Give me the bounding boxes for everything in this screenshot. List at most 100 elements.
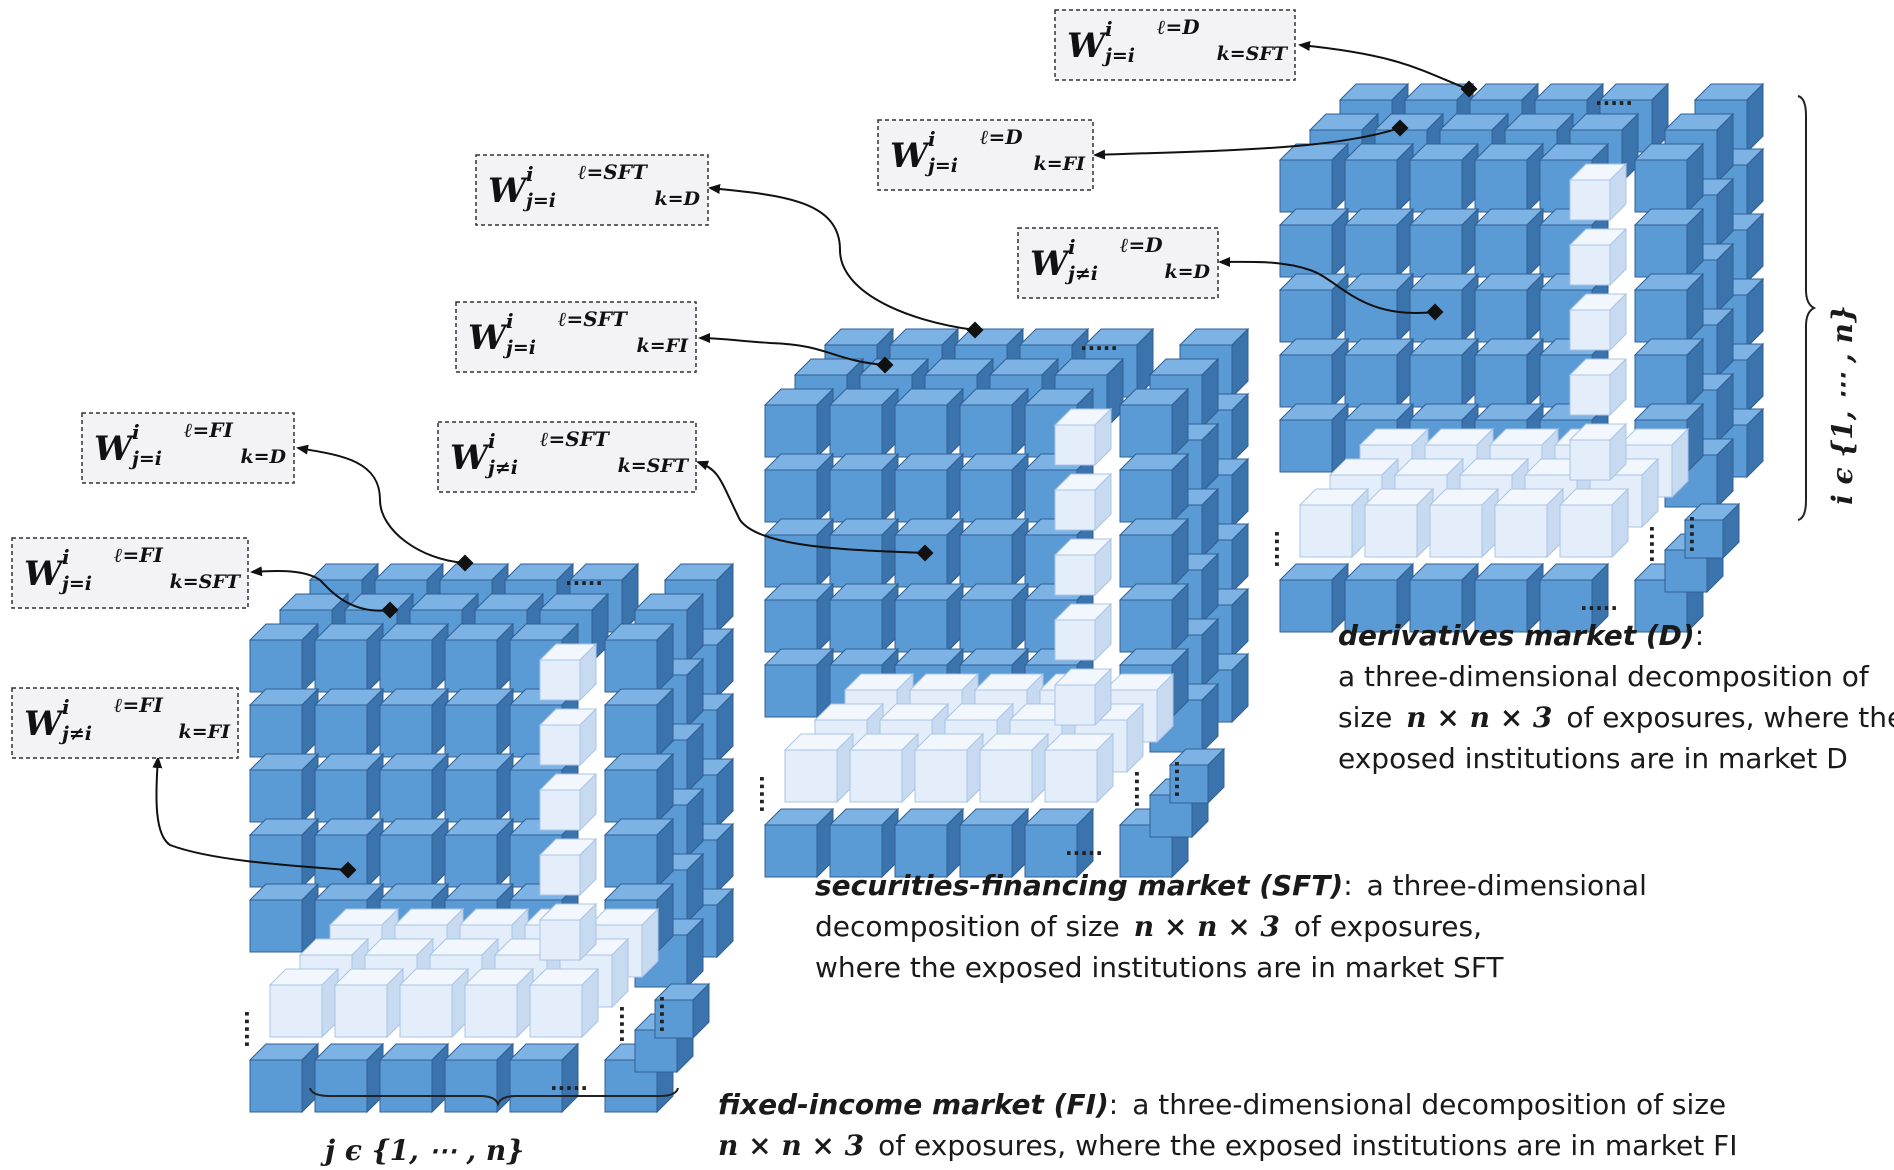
svg-text:i: i: [526, 162, 534, 186]
exposure-cube: [1278, 562, 1350, 634]
fixed-income-market-cube: ·························: [235, 562, 735, 1114]
exposure-cube: [1278, 142, 1350, 214]
pale-cube: [1493, 487, 1565, 559]
arrow-d-fi: [1093, 127, 1401, 160]
exposure-cube: [958, 452, 1030, 524]
exposure-cube: [1343, 337, 1415, 409]
pale-cube: [538, 837, 598, 897]
ellipsis-dots: ·····: [1595, 91, 1633, 115]
exposure-cube: [603, 817, 675, 889]
pale-cube: [538, 642, 598, 702]
exposure-cube: [1473, 272, 1545, 344]
pale-cube: [1568, 422, 1628, 482]
svg-text:ℓ=FI: ℓ=FI: [184, 418, 234, 442]
svg-text:ℓ=D: ℓ=D: [1157, 15, 1200, 39]
svg-text:k=FI: k=FI: [179, 721, 232, 743]
svg-text:ℓ=D: ℓ=D: [1120, 233, 1163, 257]
arrow-sft-d: [708, 184, 976, 331]
exposure-cube: [443, 752, 515, 824]
exposure-cube: [1408, 142, 1480, 214]
exposure-cube: [1118, 387, 1190, 459]
exposure-cube: [1278, 402, 1350, 474]
exposure-cube: [313, 1042, 385, 1114]
pale-cube: [1568, 292, 1628, 352]
svg-text:W: W: [890, 136, 931, 176]
caption-sft: securities-financing market (SFT):a thre…: [815, 869, 1647, 984]
svg-text:k=D: k=D: [240, 446, 286, 468]
exposure-cube: [248, 882, 320, 954]
pale-cube: [848, 732, 920, 804]
svg-text:i: i: [132, 420, 140, 444]
caption-sft-line3: where the exposed institutions are in ma…: [815, 951, 1504, 984]
arrow-d-d: [1218, 256, 1436, 315]
exposure-cube: [313, 622, 385, 694]
exposure-cube: [443, 622, 515, 694]
svg-text:W: W: [24, 704, 65, 744]
svg-text:i: i: [1105, 17, 1113, 41]
exposure-cube: [1118, 452, 1190, 524]
exposure-cube: [763, 517, 835, 589]
svg-text:ℓ=FI: ℓ=FI: [114, 543, 164, 567]
pale-cube: [538, 772, 598, 832]
pale-cube: [1053, 602, 1113, 662]
svg-text:k=SFT: k=SFT: [170, 571, 242, 593]
pale-cube: [783, 732, 855, 804]
svg-text:W: W: [24, 554, 65, 594]
exposure-cube: [603, 687, 675, 759]
pale-cube: [1568, 357, 1628, 417]
brace-i: [1797, 95, 1817, 521]
pale-cube: [538, 902, 598, 962]
exposure-cube: [603, 622, 675, 694]
exposure-cube: [378, 687, 450, 759]
derivatives-market-cube: ·························: [1265, 82, 1765, 634]
svg-text:ℓ=SFT: ℓ=SFT: [578, 160, 649, 184]
exposure-cube: [1118, 582, 1190, 654]
svg-text:ℓ=FI: ℓ=FI: [114, 693, 164, 717]
exposure-cube: [378, 622, 450, 694]
exposure-cube: [1408, 272, 1480, 344]
svg-text:derivatives market (D):: derivatives market (D):: [1338, 619, 1704, 652]
svg-text:i: i: [488, 429, 496, 453]
exposure-cube: [1538, 562, 1610, 634]
exposure-cube: [1633, 142, 1705, 214]
pale-cube: [333, 967, 405, 1039]
svg-text:ℓ=SFT: ℓ=SFT: [558, 307, 629, 331]
exposure-cube: [313, 687, 385, 759]
svg-text:j≠i: j≠i: [484, 457, 518, 479]
svg-text:k=FI: k=FI: [1034, 153, 1087, 175]
ellipsis-dots: ·····: [1680, 515, 1704, 553]
exposure-cube: [1408, 337, 1480, 409]
svg-text:k=SFT: k=SFT: [1217, 43, 1289, 65]
exposure-cube: [763, 807, 835, 879]
pale-cube: [538, 707, 598, 767]
ellipsis-dots: ·····: [1165, 760, 1189, 798]
exposure-cube: [958, 387, 1030, 459]
arrow-sft-sft: [696, 460, 926, 554]
pale-cube: [398, 967, 470, 1039]
svg-text:i: i: [62, 695, 70, 719]
exposure-cube: [1278, 337, 1350, 409]
exposure-cube: [828, 387, 900, 459]
label-arrows: [152, 41, 1471, 871]
pale-cube: [978, 732, 1050, 804]
exposure-cube: [1683, 502, 1741, 560]
exposure-cube: [1023, 807, 1095, 879]
exposure-cube: [443, 817, 515, 889]
ellipsis-dots: ·····: [1125, 770, 1149, 808]
svg-text:j=i: j=i: [502, 337, 536, 359]
svg-text:W: W: [488, 171, 529, 211]
exposure-cube: [1118, 517, 1190, 589]
exposure-cube: [893, 387, 965, 459]
exposure-cube: [1633, 272, 1705, 344]
exposure-cube: [828, 807, 900, 879]
svg-text:j=i: j=i: [128, 448, 162, 470]
arrow-fi-d: [296, 444, 466, 564]
exposure-cube: [1633, 207, 1705, 279]
svg-text:W: W: [450, 438, 491, 478]
